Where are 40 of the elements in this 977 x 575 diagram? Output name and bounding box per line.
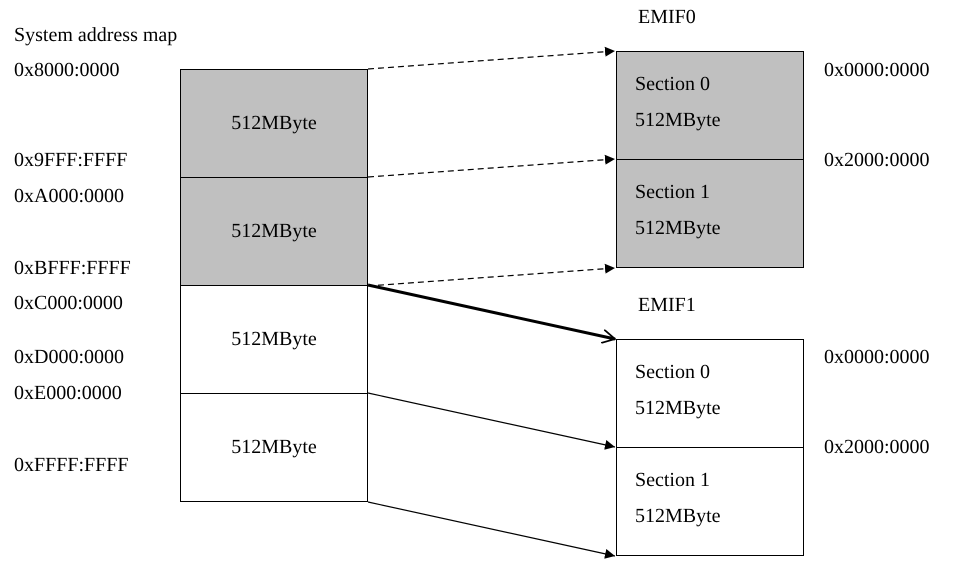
address-label: 0xC000:0000	[14, 291, 123, 315]
section-text: 512MByte	[635, 216, 722, 241]
memory-section	[616, 447, 804, 556]
address-label: 0xE000:0000	[14, 381, 122, 405]
address-label: 0x2000:0000	[824, 435, 930, 459]
memory-section	[616, 51, 804, 160]
arrow	[368, 392, 616, 450]
address-label: 0x0000:0000	[824, 345, 930, 369]
block-size: 512MByte	[231, 112, 317, 135]
address-label: 0x8000:0000	[14, 58, 120, 82]
memory-block	[180, 285, 368, 394]
block-size: 512MByte	[231, 220, 317, 243]
section-text: 512MByte	[635, 504, 722, 529]
section-text: Section 0	[635, 360, 711, 385]
memory-section	[616, 339, 804, 448]
region-title: EMIF1	[638, 293, 696, 317]
address-label: 0xFFFF:FFFF	[14, 453, 129, 477]
address-label: 0x0000:0000	[824, 58, 930, 82]
region-title: EMIF0	[638, 5, 696, 29]
section-text: Section 1	[635, 180, 711, 205]
section-text: Section 0	[635, 72, 711, 97]
address-label: 0x2000:0000	[824, 148, 930, 172]
block-size: 512MByte	[231, 436, 317, 459]
section-text: 512MByte	[635, 396, 722, 421]
address-label: 0x9FFF:FFFF	[14, 148, 128, 172]
address-label: 0xD000:0000	[14, 345, 124, 369]
block-size: 512MByte	[231, 328, 317, 351]
memory-block	[180, 177, 368, 286]
address-label: 0xA000:0000	[14, 184, 124, 208]
arrow	[368, 284, 616, 344]
arrow	[368, 154, 616, 178]
memory-section	[616, 159, 804, 268]
map-title: System address map	[14, 23, 178, 47]
memory-block	[180, 393, 368, 502]
arrow	[368, 46, 616, 70]
section-text: Section 1	[635, 468, 711, 493]
arrow	[368, 501, 616, 559]
section-text: 512MByte	[635, 108, 722, 133]
address-label: 0xBFFF:FFFF	[14, 256, 131, 280]
memory-block	[180, 69, 368, 178]
